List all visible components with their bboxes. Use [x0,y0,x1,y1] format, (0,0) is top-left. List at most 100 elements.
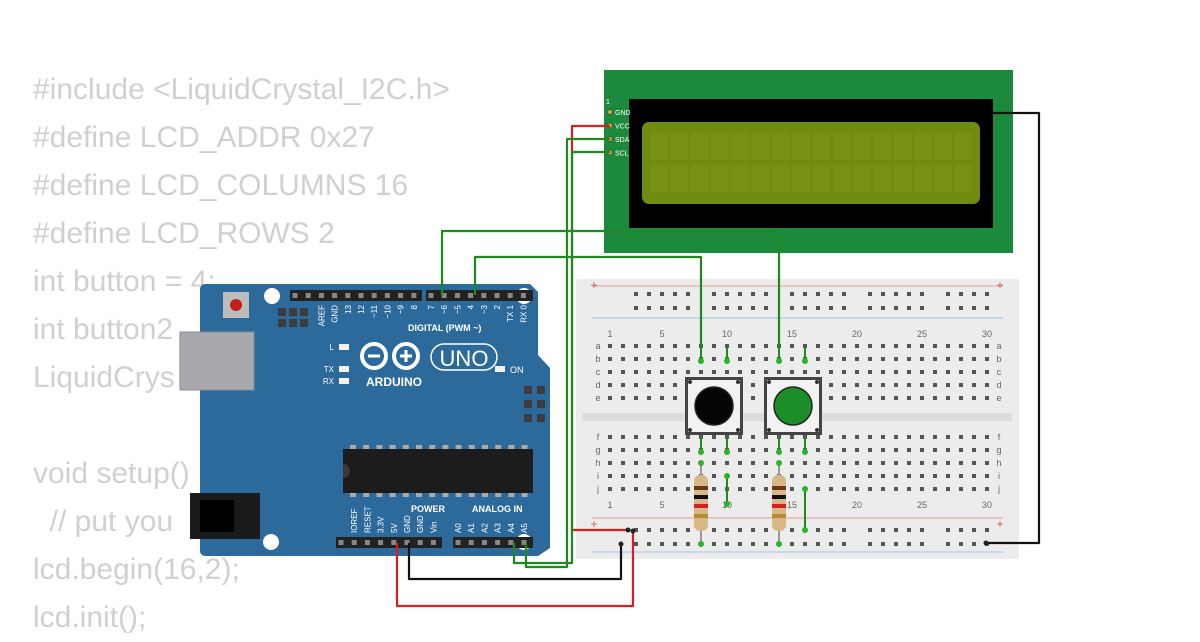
terminal-hole [946,396,950,400]
terminal-hole [764,357,768,361]
column-number-bottom: 1 [607,500,612,510]
terminal-hole [959,461,963,465]
wire-lcd-scl [512,150,610,565]
row-letter-right: d [996,380,1001,390]
code-line: #define LCD_ROWS 2 [33,217,335,250]
chip-leg [429,445,436,449]
terminal-hole [933,370,937,374]
terminal-hole [725,370,729,374]
terminal-hole [959,344,963,348]
button-corner [736,380,740,384]
terminal-hole [842,448,846,452]
terminal-hole [829,383,833,387]
rail-hole [660,542,664,546]
terminal-hole [634,474,638,478]
terminal-hole [738,344,742,348]
icsp-pin [278,319,286,327]
terminal-hole [647,344,651,348]
chip-leg [363,493,370,497]
header-pin [384,293,390,298]
terminal-hole [647,357,651,361]
terminal-hole [842,357,846,361]
terminal-hole [894,487,898,491]
lcd-char-cell [934,164,953,192]
terminal-hole [686,357,690,361]
terminal-hole [660,461,664,465]
chip-leg [429,493,436,497]
uno-text: UNO [440,346,489,371]
header-pin [468,293,474,298]
connection-point [776,541,782,547]
rail-hole [725,292,729,296]
rail-hole [907,306,911,310]
terminal-hole [764,370,768,374]
terminal-hole [673,383,677,387]
terminal-hole [751,435,755,439]
digital-pin-label: 7 [427,304,436,309]
terminal-hole [790,474,794,478]
digital-pin-label: ~10 [383,304,392,318]
rail-hole [829,542,833,546]
terminal-hole [647,461,651,465]
terminal-hole [790,448,794,452]
connection-point [724,449,730,455]
rail-hole [712,542,716,546]
button-corner [815,428,819,432]
usb-connector [179,331,255,391]
rail-hole [894,528,898,532]
terminal-hole [855,474,859,478]
terminal-hole [738,448,742,452]
code-line: int button2 [33,313,174,346]
connection-point [724,473,730,479]
terminal-hole [855,383,859,387]
terminal-hole [881,461,885,465]
terminal-hole [959,383,963,387]
terminal-hole [751,383,755,387]
icsp-pin [524,400,532,408]
terminal-hole [647,370,651,374]
terminal-hole [803,474,807,478]
icsp-pin [289,308,297,316]
connection-point [802,449,808,455]
rail-hole [920,542,924,546]
button-cap [773,386,813,426]
uno-badge [430,343,498,371]
terminal-hole [673,474,677,478]
terminal-hole [803,344,807,348]
icsp-pin [537,414,545,422]
resistor-band-red [694,504,708,508]
terminal-hole [751,474,755,478]
terminal-hole [634,383,638,387]
terminal-hole [920,396,924,400]
rail-hole [751,542,755,546]
column-number-bottom: 5 [659,500,664,510]
resistor-band-black [772,495,786,499]
row-letter-left: b [595,354,600,364]
terminal-hole [829,487,833,491]
chip-leg [376,493,383,497]
terminal-hole [673,396,677,400]
terminal-hole [803,461,807,465]
rail-hole [634,292,638,296]
terminal-hole [647,383,651,387]
rail-hole [686,542,690,546]
terminal-hole [985,357,989,361]
terminal-hole [829,370,833,374]
digital-pin-label: ~3 [480,304,489,314]
analog-pin-label: A3 [494,523,503,533]
power-header-title: POWER [411,504,446,514]
code-line: #include <LiquidCrystal_I2C.h> [33,73,450,106]
header-pin [318,293,324,298]
digital-pin-label: 12 [357,304,366,313]
terminal-hole [868,435,872,439]
terminal-hole [894,474,898,478]
chip-leg [363,445,370,449]
header-pin [345,293,351,298]
atmega-chip [343,449,533,493]
terminal-hole [608,344,612,348]
row-letter-left: g [595,445,600,455]
terminal-hole [894,396,898,400]
terminal-hole [855,370,859,374]
terminal-hole [712,474,716,478]
row-letter-right: h [996,458,1001,468]
